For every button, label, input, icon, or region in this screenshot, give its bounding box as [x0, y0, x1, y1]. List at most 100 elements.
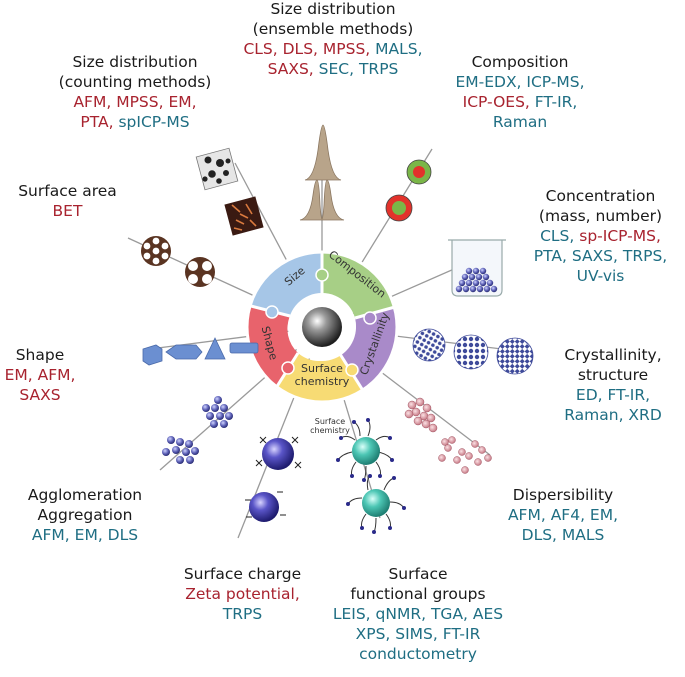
method-text: conductometry: [359, 645, 477, 663]
method-text: Zeta potential,: [185, 585, 300, 603]
method-text: Raman: [492, 113, 548, 131]
crystal-lattice-icon: [412, 328, 534, 375]
property-wheel: Size Composition Crystallinity Surface c…: [245, 248, 399, 404]
method-line: PTA, spICP-MS: [40, 112, 230, 132]
method-text: DLS, MALS: [521, 526, 605, 544]
property-title-line: Surface: [388, 565, 448, 583]
property-title-line: structure: [577, 366, 649, 384]
particle-shapes-icon: [142, 337, 259, 366]
property-title-line: (counting methods): [58, 73, 212, 91]
method-text: ED, FT-IR,: [575, 386, 651, 404]
method-text: BET: [52, 202, 83, 220]
method-text: ICP-OES,: [462, 93, 535, 111]
segment-surface-chemistry: [276, 353, 362, 403]
segment-label-surface-2: chemistry: [295, 375, 350, 388]
porous-particle-icon: [141, 236, 215, 287]
method-text: UV-vis: [576, 267, 625, 285]
method-line: SAXS, SEC, TRPS: [208, 59, 458, 79]
charged-particle-icon: Surface chemistry: [245, 417, 350, 522]
property-title-line: Concentration: [545, 187, 656, 205]
method-line: UV-vis: [518, 266, 683, 286]
method-line: SAXS: [0, 385, 80, 405]
property-title-line: Size distribution: [270, 0, 396, 18]
method-text: AFM, EM, DLS: [31, 526, 139, 544]
property-title-line: (mass, number): [538, 207, 663, 225]
surface-chemistry-annotation-1: Surface: [315, 417, 346, 426]
method-line: AFM, AF4, EM,: [488, 505, 638, 525]
property-title-line: Surface area: [18, 182, 117, 200]
method-text: XPS, SIMS, FT-IR: [355, 625, 481, 643]
property-title-line: Surface charge: [183, 565, 302, 583]
method-text: TRPS: [222, 605, 263, 623]
property-title-line: Composition: [471, 53, 569, 71]
property-title-line: (ensemble methods): [252, 20, 414, 38]
property-title-line: Dispersibility: [512, 486, 614, 504]
method-line: ED, FT-IR,: [543, 385, 683, 405]
ligand-particle-icon: [336, 418, 406, 534]
label-concentration: Concentration(mass, number)CLS, sp-ICP-M…: [518, 186, 683, 286]
method-line: Raman: [440, 112, 600, 132]
method-line: TRPS: [160, 604, 325, 624]
method-text: Raman, XRD: [564, 406, 662, 424]
method-text: CLS,: [540, 227, 580, 245]
property-title-line: Size distribution: [72, 53, 198, 71]
method-line: Raman, XRD: [543, 405, 683, 425]
method-line: LEIS, qNMR, TGA, AES: [298, 604, 538, 624]
method-text: sp-ICP-MS,: [579, 227, 661, 245]
segment-size: [251, 252, 322, 316]
method-text: SAXS: [19, 386, 61, 404]
dispersion-icon: [404, 397, 492, 474]
method-line: ICP-OES, FT-IR,: [440, 92, 600, 112]
method-line: XPS, SIMS, FT-IR: [298, 624, 538, 644]
method-text: MALS,: [375, 40, 423, 58]
method-text: FT-IR,: [534, 93, 578, 111]
method-line: DLS, MALS: [488, 525, 638, 545]
method-text: CLS, DLS, MPSS,: [243, 40, 376, 58]
label-size-counting: Size distribution (counting methods) AFM, …: [40, 52, 230, 132]
method-line: AFM, MPSS, EM,: [40, 92, 230, 112]
em-micrograph-icon: [195, 147, 264, 236]
property-title-line: Crystallinity,: [564, 346, 662, 364]
method-text: SAXS,: [267, 60, 319, 78]
property-title-line: Agglomeration: [27, 486, 143, 504]
method-line: EM, AFM,: [0, 365, 80, 385]
method-line: CLS, DLS, MPSS, MALS,: [208, 39, 458, 59]
method-line: AFM, EM, DLS: [0, 525, 170, 545]
segment-label-surface-1: Surface: [301, 362, 343, 375]
core-shell-particle-icon: [385, 159, 432, 222]
method-text: EM, AFM,: [4, 366, 76, 384]
label-size-ensemble: Size distribution(ensemble methods)CLS, …: [208, 0, 458, 79]
method-text: AFM, MPSS, EM,: [73, 93, 197, 111]
method-text: AFM, AF4, EM,: [507, 506, 619, 524]
method-text: SEC, TRPS: [318, 60, 399, 78]
method-line: EM-EDX, ICP-MS,: [440, 72, 600, 92]
method-text: LEIS, qNMR, TGA, AES: [332, 605, 504, 623]
method-line: Zeta potential,: [160, 584, 325, 604]
property-title-line: Aggregation: [37, 506, 133, 524]
method-line: CLS, sp-ICP-MS,: [518, 226, 683, 246]
method-text: spICP-MS: [118, 113, 190, 131]
method-line: conductometry: [298, 644, 538, 664]
method-text: EM-EDX, ICP-MS,: [455, 73, 585, 91]
method-line: PTA, SAXS, TRPS,: [518, 246, 683, 266]
agglomerate-icon: [162, 396, 233, 464]
size-distribution-peaks-icon: [299, 124, 345, 221]
method-line: BET: [0, 201, 135, 221]
segment-composition: [322, 251, 395, 318]
method-text: PTA, SAXS, TRPS,: [533, 247, 668, 265]
property-title-line: Shape: [15, 346, 65, 364]
surface-chemistry-annotation-2: chemistry: [310, 426, 350, 435]
nanoparticle-sphere: [302, 307, 342, 347]
method-text: PTA,: [80, 113, 119, 131]
beaker-icon: [448, 239, 506, 297]
